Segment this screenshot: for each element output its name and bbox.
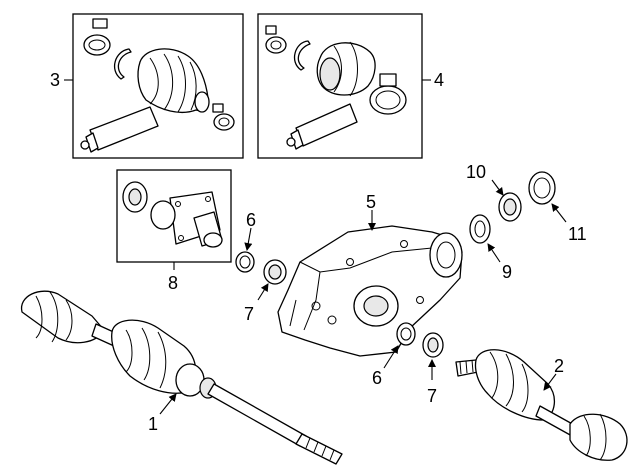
callout-6-lower: 6 — [372, 368, 382, 388]
callout-2: 2 — [554, 356, 564, 376]
boot-clamp-large-icon — [369, 73, 407, 115]
cv-boot-icon — [316, 41, 376, 97]
callout-8: 8 — [168, 273, 178, 293]
seal-7-upper-icon — [263, 259, 287, 285]
callout-5: 5 — [366, 192, 376, 212]
callout-7-upper: 7 — [244, 304, 254, 324]
callout-6-upper: 6 — [246, 210, 256, 230]
callout-9: 9 — [502, 262, 512, 282]
callout-7-lower: 7 — [427, 386, 437, 406]
axle-shaft-left-icon — [21, 290, 343, 465]
seal-9-icon — [469, 214, 491, 244]
flange-kit-box — [116, 169, 232, 270]
callout-10: 10 — [466, 162, 486, 182]
snap-ring-icon — [293, 40, 311, 71]
boot-clamp-icon — [83, 18, 111, 56]
seal-ring-icon — [122, 181, 148, 213]
seal-10-icon — [498, 192, 522, 222]
small-clamp-icon — [212, 103, 235, 131]
callout-4: 4 — [434, 70, 444, 90]
callout-11: 11 — [568, 224, 587, 244]
boot-kit-outer-box — [64, 13, 244, 159]
leader-lines — [159, 179, 567, 415]
boot-clamp-icon — [265, 25, 287, 54]
seal-6-lower-icon — [396, 322, 416, 346]
seal-11-icon — [528, 171, 556, 205]
grease-tube-icon — [286, 103, 358, 150]
differential-housing-icon — [277, 225, 463, 357]
cv-boot-icon — [137, 48, 210, 114]
callouts: 1 2 3 4 5 6 7 6 7 8 9 10 11 — [50, 70, 587, 434]
boot-kit-inner-box — [257, 13, 431, 159]
axle-shaft-right-icon — [455, 349, 628, 461]
grease-tube-icon — [80, 106, 159, 153]
seal-6-upper-icon — [235, 251, 255, 273]
output-flange-icon — [150, 191, 223, 248]
snap-ring-icon — [113, 48, 132, 80]
callout-1: 1 — [148, 414, 158, 434]
seal-7-lower-icon — [422, 332, 444, 358]
callout-3: 3 — [50, 70, 60, 90]
